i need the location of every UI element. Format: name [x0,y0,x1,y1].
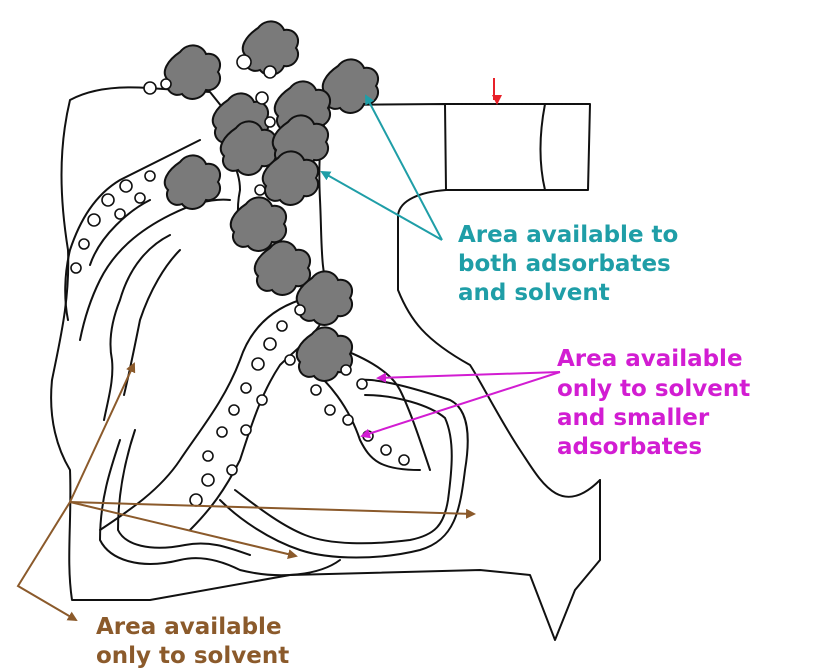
small-adsorbate [285,355,295,365]
small-adsorbate [277,321,287,331]
lower-pores [100,300,468,575]
small-adsorbate [325,405,335,415]
label-both: Area available to both adsorbates and so… [458,222,678,306]
small-adsorbate [256,92,268,104]
small-adsorbate [357,379,367,389]
small-adsorbate [145,171,155,181]
small-adsorbate [381,445,391,455]
small-adsorbate [399,455,409,465]
small-adsorbate [241,425,251,435]
left-micropore-b [104,235,170,420]
left-pore-lower [80,200,230,340]
small-adsorbate [264,66,276,78]
small-adsorbate [144,82,156,94]
small-adsorbate [257,395,267,405]
small-adsorbate [227,465,237,475]
extension-divider [540,104,545,190]
small-adsorbate [217,427,227,437]
adsorbate-blob [165,45,220,99]
label-solvent-smaller-line-3: and smaller [557,405,710,431]
small-adsorbate [202,474,214,486]
small-adsorbate [190,494,202,506]
small-adsorbate [311,385,321,395]
brown-arrow-leader [18,502,76,620]
small-adsorbate [135,193,145,203]
small-adsorbate [255,185,265,195]
small-adsorbate [79,239,89,249]
small-adsorbate [237,55,251,69]
label-both-line-3: and solvent [458,280,610,306]
small-adsorbate [161,79,171,89]
small-adsorbate [102,194,114,206]
small-adsorbate [115,209,125,219]
small-adsorbate [265,117,275,127]
extension-block [445,104,590,190]
small-adsorbate [88,214,100,226]
teal-arrows [322,96,442,240]
label-solvent-only-line-2: only to solvent [96,643,289,669]
label-solvent-smaller-line-2: only to solvent [557,376,750,402]
label-solvent-only-line-1: Area available [96,614,282,640]
small-adsorbate [120,180,132,192]
label-solvent-smaller-line-1: Area available [557,346,743,372]
small-adsorbate [341,365,351,375]
label-solvent-only: Area available only to solvent [96,614,289,669]
small-adsorbate [203,451,213,461]
label-solvent-smaller-line-4: adsorbates [557,434,702,460]
bottom-channel [100,440,340,575]
small-adsorbate [343,415,353,425]
brown-arrow-up [70,364,134,502]
small-adsorbate [241,383,251,393]
magenta-arrow-upper [378,372,560,378]
bottom-channel-inner [118,430,250,555]
small-adsorbate [295,305,305,315]
small-adsorbate [71,263,81,273]
magenta-arrow-lower [362,372,560,436]
label-both-line-1: Area available to [458,222,678,248]
small-adsorbate [264,338,276,350]
magenta-arrows [362,372,560,436]
label-both-line-2: both adsorbates [458,251,671,277]
small-adsorbate [229,405,239,415]
label-solvent-smaller: Area available only to solvent and small… [557,346,750,460]
small-adsorbate [252,358,264,370]
